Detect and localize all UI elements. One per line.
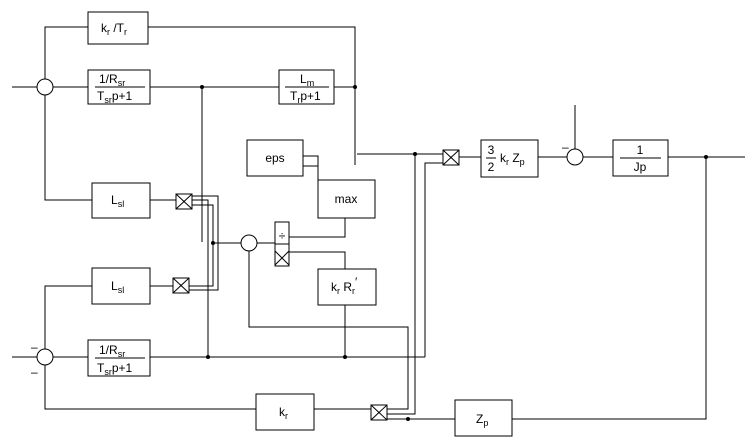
multiplier-torque — [442, 149, 460, 166]
summer-torque — [566, 148, 584, 166]
svg-text:kr Rr′: kr Rr′ — [331, 275, 358, 296]
sign-bottom-minus-below: – — [31, 365, 38, 379]
sign-bottom-minus-left: – — [31, 340, 38, 354]
svg-text:max: max — [335, 192, 358, 206]
svg-text:eps: eps — [265, 151, 284, 165]
svg-text:kr /Tr: kr /Tr — [101, 21, 127, 37]
multiplier-top — [175, 193, 193, 210]
svg-text:1/Rsr: 1/Rsr — [99, 343, 125, 359]
multiplier-bottom-left — [172, 277, 190, 294]
svg-text:Zp: Zp — [476, 412, 488, 428]
summer-input-top — [36, 78, 54, 96]
block-lm-filter: Lm Trp+1 — [278, 69, 335, 105]
block-rsr-bottom: 1/Rsr Tsrp+1 — [87, 339, 151, 377]
svg-text:kr: kr — [279, 405, 288, 421]
multiplier-bottom — [370, 404, 388, 421]
divider-block: ÷ — [274, 221, 290, 267]
block-kr-rr: kr Rr′ — [317, 268, 377, 306]
svg-text:1: 1 — [637, 143, 644, 157]
summer-middle — [240, 234, 258, 252]
block-inertia: 1 Jp — [612, 139, 669, 177]
block-rsr-top: 1/Rsr Tsrp+1 — [87, 69, 151, 105]
sign-torque-minus: – — [562, 140, 569, 154]
block-kr: kr — [255, 393, 315, 431]
svg-text:Trp+1: Trp+1 — [290, 89, 321, 105]
block-kr-over-tr: kr /Tr — [87, 11, 149, 45]
svg-text:2: 2 — [488, 160, 495, 174]
svg-text:Lsl: Lsl — [111, 193, 124, 209]
block-torque-gain: 3 2 kr Zp — [480, 139, 539, 178]
svg-text:kr Zp: kr Zp — [500, 151, 525, 167]
svg-text:Lsl: Lsl — [111, 279, 124, 295]
block-eps: eps — [246, 139, 304, 177]
svg-text:Lm: Lm — [300, 72, 314, 88]
svg-text:1/Rsr: 1/Rsr — [99, 72, 125, 88]
block-max: max — [317, 179, 376, 219]
block-lsl-top: Lsl — [91, 182, 151, 219]
svg-text:Tsrp+1: Tsrp+1 — [97, 89, 133, 105]
svg-text:Tsrp+1: Tsrp+1 — [97, 361, 133, 377]
signal-wires — [12, 26, 745, 421]
svg-text:3: 3 — [488, 143, 495, 157]
divider-symbol: ÷ — [279, 229, 286, 243]
summer-input-bottom — [36, 348, 54, 366]
block-lsl-bottom: Lsl — [91, 267, 151, 305]
block-zp: Zp — [454, 399, 513, 437]
svg-text:Jp: Jp — [634, 160, 647, 174]
